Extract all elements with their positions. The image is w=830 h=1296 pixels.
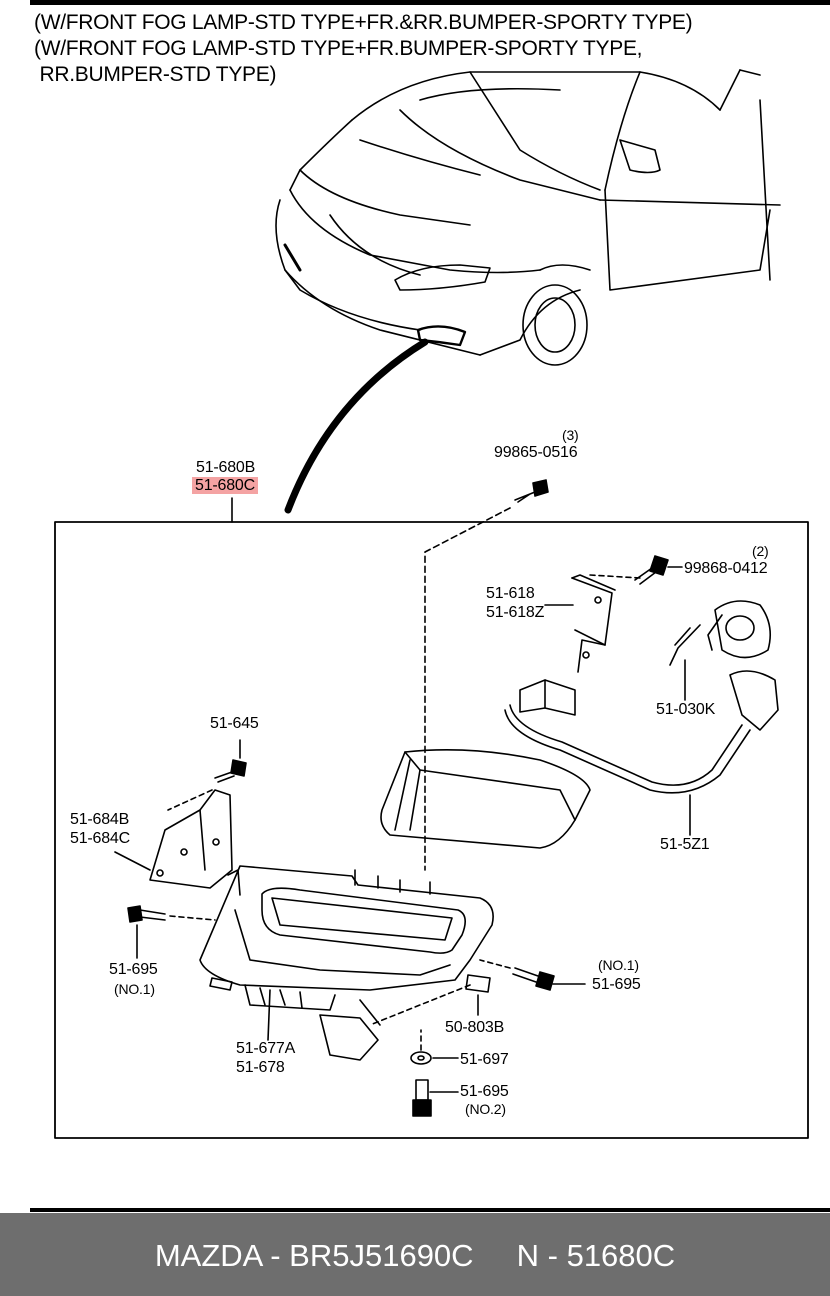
label-screw-right: 99868-0412 <box>684 560 768 577</box>
bolt-top-dashed <box>167 789 213 811</box>
label-screw-top-qty: (3) <box>562 427 579 443</box>
bolt-right-dashed <box>479 959 511 969</box>
footer-part-number: MAZDA - BR5J51690C <box>154 1238 474 1273</box>
label-harness: 51-5Z1 <box>660 836 710 853</box>
cover-leader <box>267 989 271 1041</box>
bolt-bottom-icon <box>412 1079 432 1117</box>
bolt-right-icon <box>512 967 555 991</box>
label-bracket-2: 51-618Z <box>486 604 545 621</box>
screw-right-icon <box>634 555 669 585</box>
bolt-left-icon <box>127 905 166 923</box>
label-stay-b: 51-684B <box>70 811 130 828</box>
detail-frame <box>54 521 809 1139</box>
condition-line-1: (W/FRONT FOG LAMP-STD TYPE+FR.&RR.BUMPER… <box>34 11 693 34</box>
label-bolt-right: 51-695 <box>592 976 641 993</box>
top-border <box>30 0 830 5</box>
label-bracket-1: 51-618 <box>486 585 535 602</box>
label-assy-c[interactable]: 51-680C <box>192 476 258 495</box>
footer-bar <box>0 1213 830 1296</box>
condition-line-2: (W/FRONT FOG LAMP-STD TYPE+FR.BUMPER-SPO… <box>34 37 643 60</box>
parts-diagram <box>54 69 809 1139</box>
stay-leader <box>114 851 151 871</box>
label-screw-right-qty: (2) <box>752 543 769 559</box>
screw-top-dashed-leader <box>424 507 511 871</box>
label-cover: 51-678 <box>236 1059 285 1076</box>
label-bolt-left: 51-695 <box>109 961 158 978</box>
footer-reference: N - 51680C <box>516 1238 676 1273</box>
bracket-dashed <box>589 574 641 579</box>
label-bolt-right-no: (NO.1) <box>598 957 639 973</box>
label-bolt-left-no: (NO.1) <box>114 981 155 997</box>
clip-icon <box>465 974 491 993</box>
lens-icon <box>380 748 591 849</box>
label-assy-b: 51-680B <box>196 459 256 476</box>
label-bulb: 51-030K <box>656 701 716 718</box>
bracket-icon <box>571 574 616 673</box>
bolt-left-dashed <box>169 915 216 921</box>
label-bolt-top: 51-645 <box>210 715 259 732</box>
label-assy-c-text: 51-680C <box>192 477 258 494</box>
stay-icon <box>149 789 233 889</box>
footer-caption: MAZDA - BR5J51690C N - 51680C <box>0 1234 830 1278</box>
condition-line-3: RR.BUMPER-STD TYPE) <box>34 63 277 86</box>
screw-top-icon <box>514 479 549 503</box>
bottom-border <box>30 1208 830 1212</box>
car-illustration <box>275 69 781 366</box>
label-bolt-bottom: 51-695 <box>460 1083 509 1100</box>
bolt-top-icon <box>214 759 247 783</box>
label-clip: 50-803B <box>445 1019 505 1036</box>
harness-icon <box>504 670 779 794</box>
label-stay-c: 51-684C <box>70 830 130 847</box>
housing-icon <box>199 865 494 1061</box>
bulb-icon <box>669 600 771 666</box>
washer-icon <box>410 1051 432 1065</box>
label-cover-a: 51-677A <box>236 1040 296 1057</box>
label-bolt-bottom-no: (NO.2) <box>465 1101 506 1117</box>
label-screw-top: 99865-0516 <box>494 444 578 461</box>
clip-dashed <box>369 984 471 1026</box>
pointer-arrow <box>284 338 429 514</box>
label-washer: 51-697 <box>460 1051 509 1068</box>
